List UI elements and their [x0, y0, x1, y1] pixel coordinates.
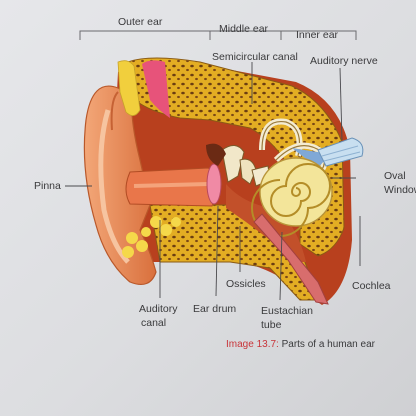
label-ossicles: Ossicles — [226, 278, 266, 290]
label-oval-window-line1: Oval — [384, 170, 406, 182]
label-ear-drum: Ear drum — [193, 303, 237, 315]
label-middle-ear: Middle ear — [219, 23, 269, 35]
pinna-fold — [98, 109, 130, 264]
temporal-bone — [127, 57, 345, 257]
label-pinna: Pinna — [34, 180, 61, 192]
label-auditory-canal-line1: Auditory — [139, 303, 178, 315]
label-semicircular-canal: Semicircular canal — [212, 51, 298, 63]
caption-text: Parts of a human ear — [281, 339, 375, 350]
label-eustachian-tube-line2: tube — [261, 319, 282, 331]
label-outer-ear: Outer ear — [118, 16, 163, 28]
label-eustachian-tube-line1: Eustachian — [261, 305, 313, 317]
cartilage-bottom — [122, 216, 181, 258]
canal-highlight — [133, 182, 209, 188]
figure-caption: Image 13.7: Parts of a human ear — [226, 339, 375, 350]
skin-lining — [142, 60, 170, 118]
section-brackets — [79, 30, 357, 40]
caption-number: Image 13.7: — [226, 339, 279, 350]
auditory-nerve-bundle — [317, 137, 364, 167]
nerve-fibers — [321, 145, 361, 162]
cartilage — [117, 60, 141, 116]
label-auditory-canal-line2: canal — [141, 317, 167, 329]
leader-lines — [65, 62, 361, 301]
ear-drum-membrane — [206, 163, 222, 205]
eustachian-tube-duct — [253, 213, 329, 305]
label-auditory-nerve: Auditory nerve — [310, 55, 378, 67]
label-inner-ear: Inner ear — [296, 29, 339, 41]
label-cochlea: Cochlea — [352, 280, 391, 292]
pinna-rim — [110, 91, 119, 131]
label-oval-window-line2: Window — [384, 184, 416, 196]
